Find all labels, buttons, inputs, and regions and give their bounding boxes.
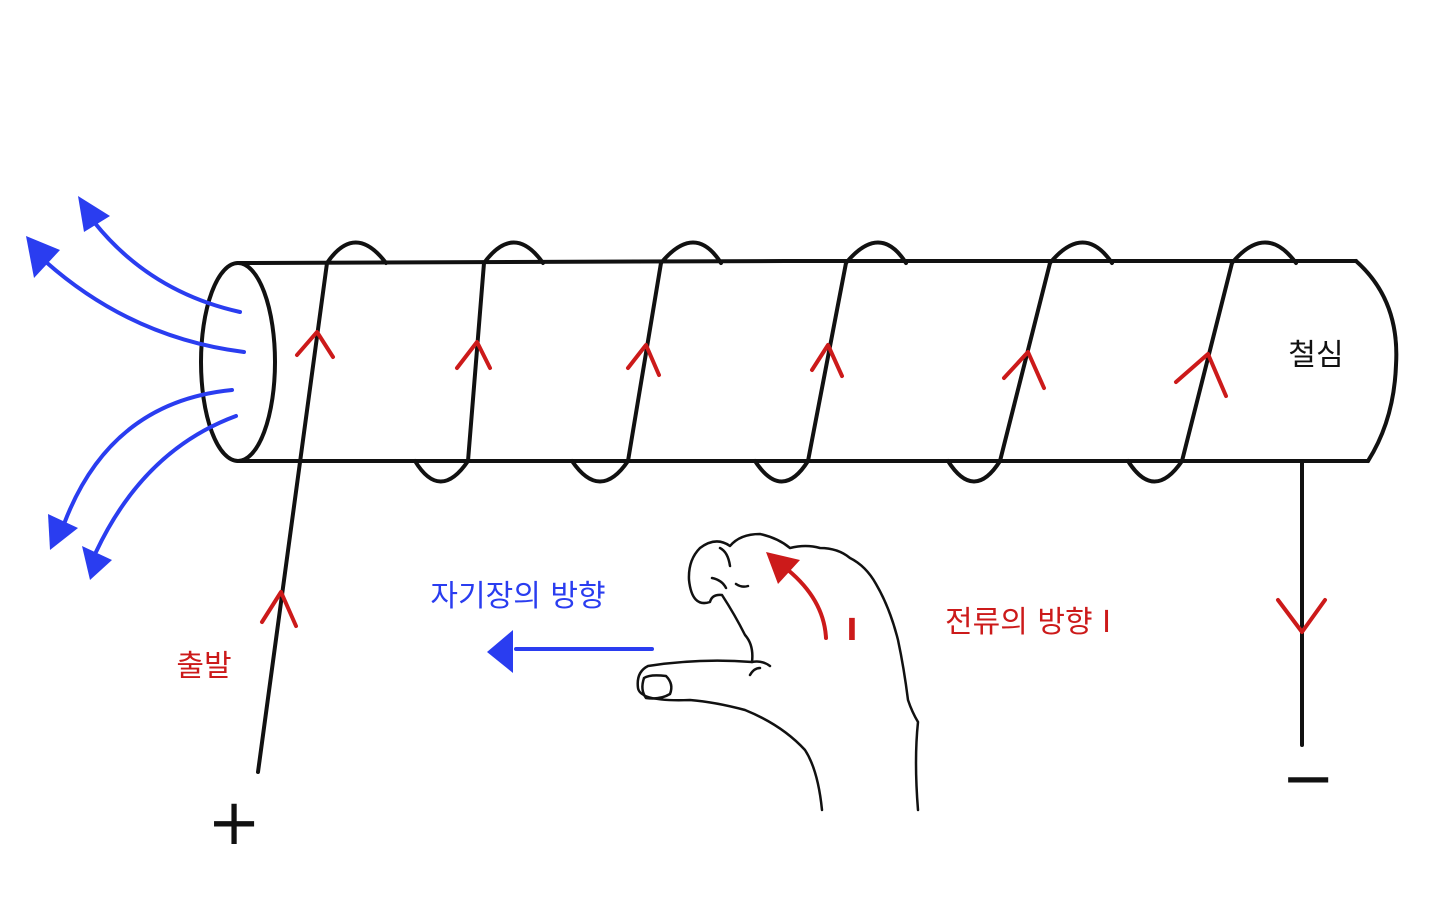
field-arrowhead [26, 236, 60, 278]
core-left-face [199, 261, 277, 463]
core-top-edge [236, 259, 1358, 265]
field-line [94, 414, 238, 554]
current-arrowhead [1002, 350, 1046, 390]
core-label: 철심 [1288, 338, 1343, 373]
coil-top-loop [844, 240, 908, 265]
finger-crease [718, 546, 732, 568]
current-arrowhead [295, 330, 335, 359]
current-arrowhead [455, 340, 492, 370]
field-direction-head [487, 630, 513, 673]
field-direction-arrow [487, 630, 654, 673]
current-arrowhead-entry [260, 590, 298, 628]
coil-bottom-loop [413, 459, 470, 484]
field-line [62, 388, 234, 526]
field-direction-label: 자기장의 방향 [430, 579, 605, 614]
coil-top-loop [1048, 240, 1114, 265]
coil-top-loop [1230, 240, 1298, 265]
coil-lead-in [256, 261, 329, 774]
coil-bottom-loop [1126, 459, 1184, 484]
field-arrowheads [26, 196, 112, 580]
coil-turn-front [1180, 261, 1234, 463]
current-direction-label: 전류의 방향 I [945, 605, 1111, 640]
knuckle-crease [748, 666, 762, 677]
thumb-nail [641, 674, 673, 700]
coil-winding [256, 240, 1304, 774]
coil-top-loop [482, 240, 545, 265]
finger-crease [734, 582, 750, 588]
coil-bottom-loop [753, 459, 810, 484]
current-arrowhead-exit [1276, 598, 1327, 634]
coil-turn-front [806, 261, 848, 463]
field-arrowhead [82, 546, 112, 580]
coil-turn-front [998, 261, 1052, 463]
current-arrowhead [626, 343, 661, 377]
knuckle-crease [750, 660, 772, 668]
finger-current-shaft [786, 568, 828, 640]
magnetic-field-lines [44, 220, 246, 554]
field-arrowhead [78, 196, 110, 232]
field-line [44, 260, 246, 354]
coil-turn-front [626, 261, 663, 463]
coil-top-loop [659, 240, 723, 265]
current-arrowhead [1174, 352, 1228, 398]
coil-top-loop [325, 240, 388, 265]
plus-terminal-label: + [207, 786, 261, 860]
coil-bottom-loop [946, 459, 1002, 484]
current-symbol-label: I [846, 613, 857, 648]
finger-crease [710, 576, 728, 590]
field-arrowhead [48, 514, 78, 550]
coil-turn-front [466, 261, 486, 463]
finger-current-head [766, 552, 800, 584]
field-line [92, 220, 242, 314]
minus-terminal-label: − [1281, 742, 1335, 816]
current-arrowhead [810, 343, 844, 378]
core-right-cap [1354, 259, 1399, 463]
iron-core [199, 259, 1399, 463]
start-label: 출발 [176, 649, 231, 684]
coil-bottom-loop [570, 459, 630, 484]
right-hand-icon [636, 532, 920, 812]
finger-current-arrow [766, 552, 828, 640]
current-arrows [260, 330, 1327, 634]
